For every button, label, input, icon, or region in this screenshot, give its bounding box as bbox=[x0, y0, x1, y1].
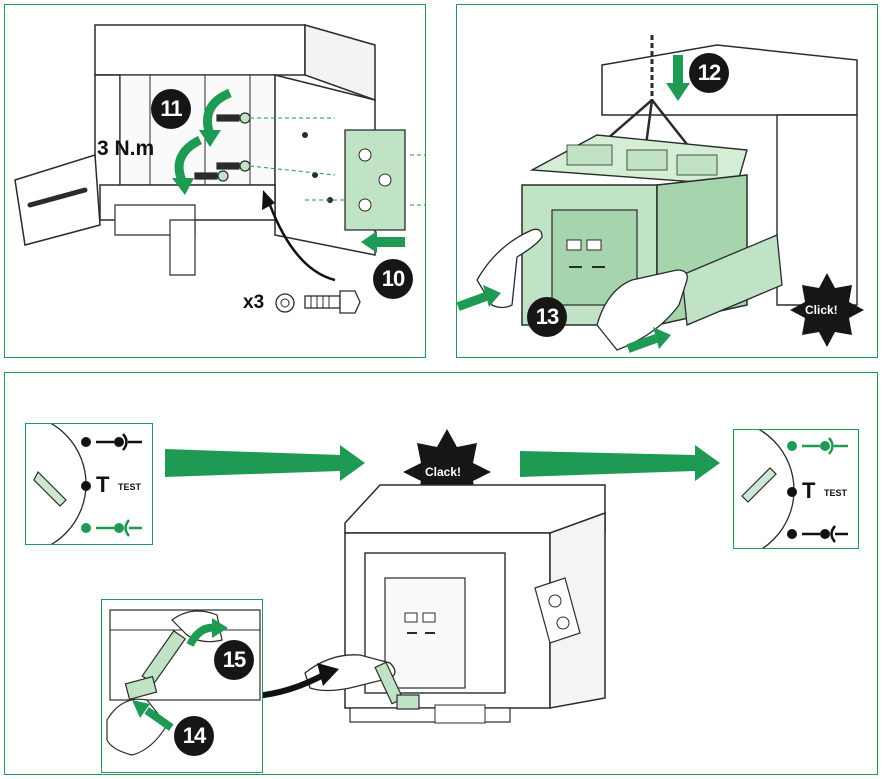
chassis-drawing bbox=[14, 24, 425, 314]
click-burst-icon bbox=[790, 273, 864, 347]
position-indicator-after: T TEST bbox=[733, 429, 859, 549]
disconnected-symbol-icon bbox=[81, 519, 142, 537]
step-12-badge: 12 bbox=[689, 53, 729, 93]
breaker-installation-drawing bbox=[457, 35, 864, 353]
step-14-badge: 14 bbox=[174, 716, 214, 756]
step-11-badge: 11 bbox=[151, 89, 191, 129]
clack-sound-label: Clack! bbox=[425, 465, 462, 479]
test-letter: T bbox=[96, 472, 110, 497]
test-word: TEST bbox=[118, 482, 142, 492]
disconnected-symbol-icon bbox=[787, 525, 848, 543]
screw-icon bbox=[304, 290, 361, 314]
washer-icon bbox=[275, 293, 295, 313]
racking-handle-inset: 15 14 bbox=[101, 599, 263, 773]
position-indicator-before: T TEST bbox=[25, 423, 153, 545]
step-10-badge: 10 bbox=[373, 259, 413, 299]
quantity-label: x3 bbox=[243, 292, 265, 313]
panel-steps-14-15: T TEST T TEST bbox=[4, 372, 878, 775]
torque-label: 3 N.m bbox=[97, 137, 155, 160]
racking-handle-icon bbox=[106, 609, 261, 756]
panel-steps-10-11: 3 N.m x3 11 10 bbox=[4, 4, 426, 358]
connected-symbol-icon bbox=[81, 433, 142, 451]
panel-steps-12-13: 12 13 Click! bbox=[456, 4, 878, 358]
click-sound-label: Click! bbox=[805, 303, 838, 317]
step-13-badge: 13 bbox=[527, 297, 567, 337]
position-indicator-icon bbox=[26, 424, 142, 544]
hand-icon bbox=[476, 228, 688, 351]
racking-handle-icon bbox=[374, 661, 420, 710]
connected-symbol-icon bbox=[787, 437, 848, 455]
step-15-badge: 15 bbox=[214, 640, 254, 680]
position-indicator-icon bbox=[734, 430, 848, 548]
test-word: TEST bbox=[824, 488, 848, 498]
test-letter: T bbox=[802, 478, 816, 503]
